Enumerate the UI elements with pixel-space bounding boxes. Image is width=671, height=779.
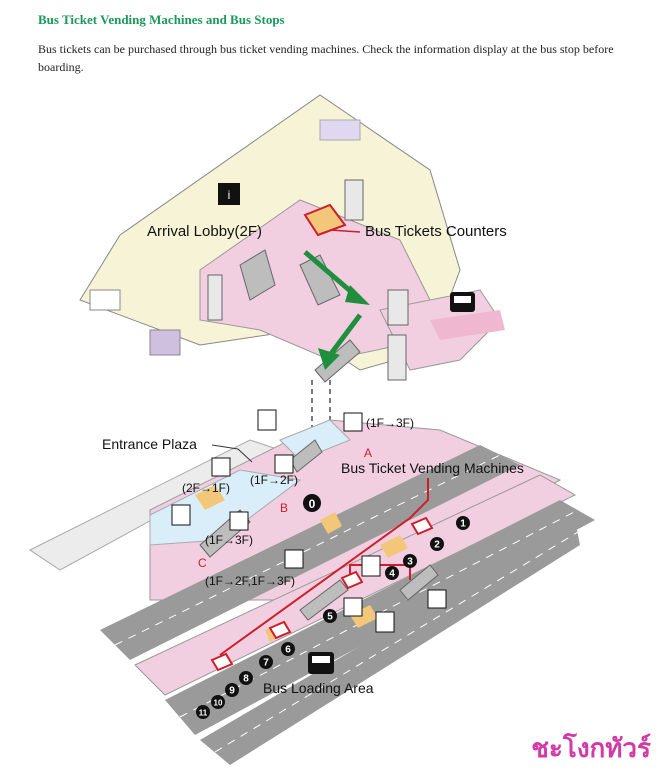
bus-stop-marker <box>225 683 239 697</box>
bus-stop-number: 8 <box>243 674 249 685</box>
bus-loading-area-label: Bus Loading Area <box>263 680 374 696</box>
bus-stop-marker <box>385 566 399 580</box>
letter-a: A <box>364 446 372 460</box>
bus-stop-marker <box>456 516 470 530</box>
bus-stop-marker <box>239 671 253 685</box>
bus-stop-number: 6 <box>285 645 291 656</box>
bus-stop-number: 4 <box>389 569 395 580</box>
page-description: Bus tickets can be purchased through bus… <box>38 42 614 74</box>
arrival-lobby-label: Arrival Lobby(2F) <box>147 223 262 240</box>
escalator-2f-1f: (2F→1F) <box>182 481 230 495</box>
bus-stop-number: 9 <box>229 686 235 697</box>
bus-tickets-counters-label: Bus Tickets Counters <box>365 223 507 240</box>
ground-floor: 0 <box>29 409 595 765</box>
bus-stop-number: 1 <box>460 519 466 530</box>
bus-stops: 1 2 3 4 5 6 7 89 10 11 <box>196 516 470 719</box>
bus-stop-number: 10 <box>214 699 223 708</box>
bus-stop-number: 7 <box>263 658 269 669</box>
bus-stop-number: 3 <box>407 557 413 568</box>
escalator-combo: (1F→2F,1F→3F) <box>205 574 295 588</box>
escalator-1f-2f: (1F→2F) <box>250 473 298 487</box>
page-title: Bus Ticket Vending Machines and Bus Stop… <box>38 12 285 27</box>
letter-c: C <box>198 556 207 570</box>
bus-stop-marker <box>211 695 225 709</box>
watermark-logo: ชะโงกทัวร์ <box>531 734 651 764</box>
letter-b: B <box>280 501 288 515</box>
bus-stop-number: 5 <box>327 612 333 623</box>
svg-text:i: i <box>228 188 231 202</box>
bus-stop-marker <box>323 609 337 623</box>
arrival-floor: i Arrival Lobby(2F) Bus Tickets Counters <box>79 94 507 383</box>
lower-labels: Entrance Plaza Bus Ticket Vending Machin… <box>102 416 524 696</box>
bus-stop-marker <box>403 554 417 568</box>
bus-stop-marker <box>430 537 444 551</box>
escalator-1f-3f-top: (1F→3F) <box>366 416 414 430</box>
bus-stop-marker <box>259 655 273 669</box>
vending-machines-label: Bus Ticket Vending Machines <box>341 460 524 476</box>
bus-stop-number: 2 <box>434 540 440 551</box>
escalator-1f-3f-mid: (1F→3F) <box>205 533 253 547</box>
stop-zero: 0 <box>309 497 316 511</box>
bus-stop-marker <box>196 705 210 719</box>
bus-stop-marker <box>281 642 295 656</box>
entrance-plaza-label: Entrance Plaza <box>102 436 197 452</box>
bus-stop-number: 11 <box>199 709 208 718</box>
